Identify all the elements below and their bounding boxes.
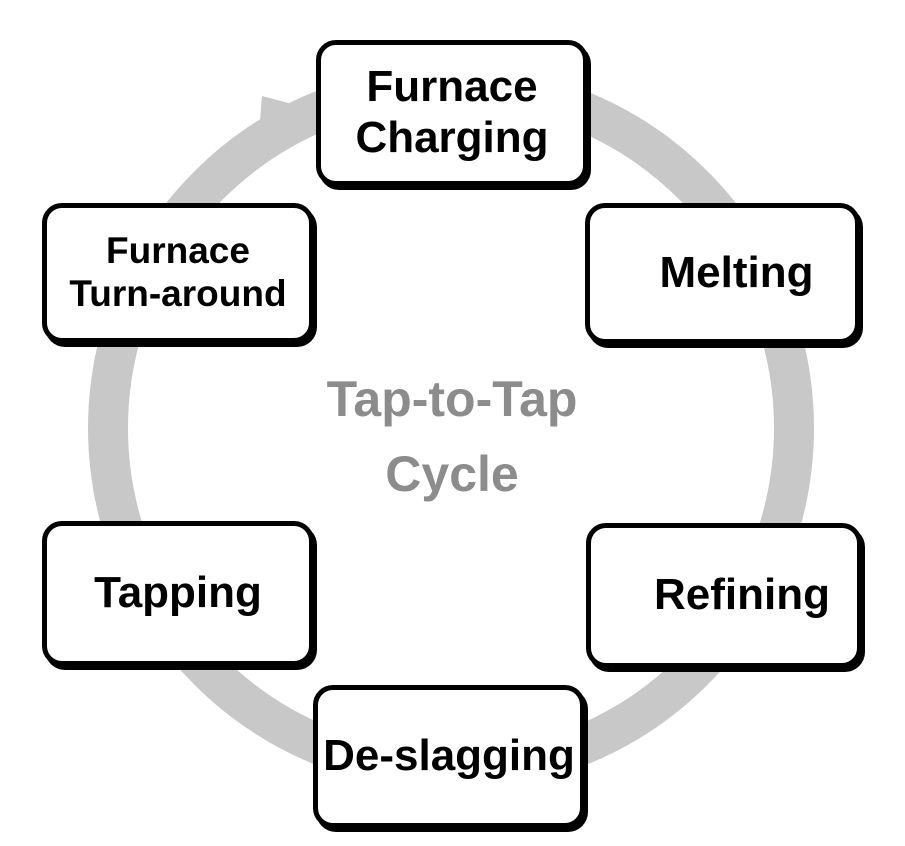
cycle-center-title: Tap-to-Tap Cycle (326, 371, 578, 502)
stage-label-refining: Refining (654, 570, 830, 620)
stage-label-furnace-charging: Furnace Charging (355, 62, 549, 162)
stage-label-de-slagging: De-slagging (323, 731, 575, 781)
stage-label-melting: Melting (659, 248, 814, 298)
stage-tapping: Tapping (42, 521, 314, 666)
stage-de-slagging: De-slagging (313, 685, 585, 828)
cycle-arrowhead-icon (257, 96, 300, 158)
stage-melting: Melting (585, 203, 860, 344)
stage-label-furnace-turn-around: Furnace Turn-around (69, 230, 287, 314)
stage-label-tapping: Tapping (94, 568, 262, 618)
stage-refining: Refining (586, 523, 862, 668)
stage-furnace-charging: Furnace Charging (316, 40, 588, 186)
stage-furnace-turn-around: Furnace Turn-around (42, 203, 314, 343)
